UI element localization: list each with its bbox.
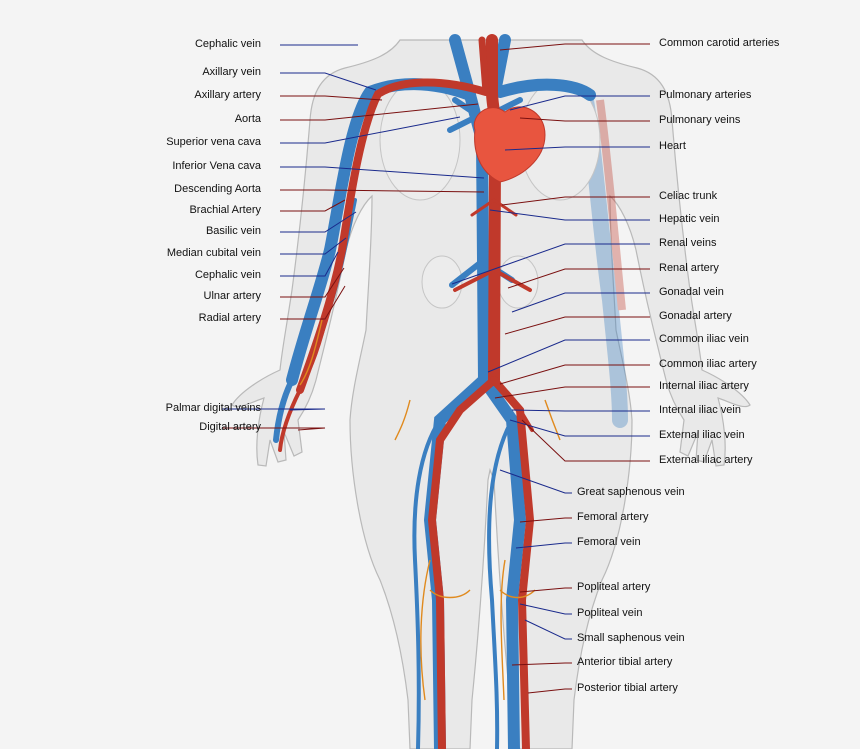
label-internal-iliac-artery: Internal iliac artery [659, 380, 749, 392]
leader-internal-iliac-artery [494, 386, 650, 399]
label-pulmonary-arteries: Pulmonary arteries [659, 89, 752, 101]
label-external-iliac-artery: External iliac artery [659, 454, 753, 466]
heart-shape [473, 106, 546, 183]
leader-digital-artery [222, 427, 326, 431]
label-axillary-artery: Axillary artery [194, 89, 261, 101]
leader-descending-aorta [280, 189, 485, 193]
leader-femoral-vein [515, 542, 572, 549]
label-femoral-artery: Femoral artery [577, 511, 649, 523]
leader-popliteal-artery [519, 587, 572, 593]
leader-pulmonary-veins [519, 117, 650, 122]
label-radial-artery: Radial artery [198, 312, 261, 324]
label-hepatic-vein: Hepatic vein [659, 213, 720, 225]
leader-median-cubital-vein [280, 237, 347, 255]
label-common-iliac-artery: Common iliac artery [659, 358, 757, 370]
label-cephalic-vein-arm: Cephalic vein [194, 269, 261, 281]
label-small-saphenous-vein: Small saphenous vein [577, 632, 685, 644]
leader-external-iliac-vein [509, 419, 650, 437]
leader-heart [504, 146, 650, 151]
label-axillary-vein: Axillary vein [202, 66, 261, 78]
label-median-cubital-vein: Median cubital vein [166, 247, 261, 259]
leader-common-iliac-artery [499, 364, 650, 385]
leader-renal-veins [451, 243, 650, 285]
label-ulnar-artery: Ulnar artery [203, 290, 261, 302]
label-posterior-tibial-artery: Posterior tibial artery [577, 682, 678, 694]
leader-femoral-artery [519, 517, 572, 523]
leader-inferior-vena-cava [280, 166, 485, 179]
label-cephalic-vein-top: Cephalic vein [194, 38, 261, 50]
leader-brachial-artery [280, 199, 346, 212]
label-descending-aorta: Descending Aorta [174, 183, 261, 195]
label-anterior-tibial-artery: Anterior tibial artery [577, 656, 673, 668]
leader-basilic-vein [280, 211, 357, 233]
label-celiac-trunk: Celiac trunk [659, 190, 718, 202]
leader-lines [222, 43, 650, 694]
leader-common-carotid-arteries [499, 43, 650, 51]
leader-superior-vena-cava [280, 116, 461, 144]
label-external-iliac-vein: External iliac vein [659, 429, 745, 441]
label-digital-artery: Digital artery [199, 421, 261, 433]
leader-radial-artery [280, 285, 346, 320]
label-superior-vena-cava: Superior vena cava [166, 136, 261, 148]
leader-gonadal-vein [511, 292, 650, 313]
label-basilic-vein: Basilic vein [205, 225, 261, 237]
leader-ulnar-artery [280, 267, 345, 298]
label-internal-iliac-vein: Internal iliac vein [659, 404, 741, 416]
label-brachial-artery: Brachial Artery [189, 204, 261, 216]
label-common-iliac-vein: Common iliac vein [659, 333, 749, 345]
label-common-carotid-arteries: Common carotid arteries [659, 37, 780, 49]
leader-cephalic-vein-arm [280, 251, 339, 277]
leader-palmar-digital-veins [222, 408, 326, 411]
leader-popliteal-vein [519, 603, 572, 615]
leader-celiac-trunk [501, 196, 650, 206]
leader-aorta [280, 103, 479, 121]
leader-pulmonary-arteries [509, 95, 650, 111]
leader-external-iliac-artery [521, 419, 650, 462]
leader-posterior-tibial-artery [527, 688, 572, 694]
label-heart: Heart [659, 140, 686, 152]
leader-axillary-artery [280, 95, 383, 101]
minor-vessels [299, 319, 561, 701]
leader-common-iliac-vein [487, 339, 650, 373]
leader-hepatic-vein [489, 209, 650, 221]
label-gonadal-vein: Gonadal vein [659, 286, 724, 298]
label-renal-veins: Renal veins [659, 237, 717, 249]
label-great-saphenous-vein: Great saphenous vein [577, 486, 685, 498]
label-pulmonary-veins: Pulmonary veins [659, 114, 741, 126]
label-inferior-vena-cava: Inferior Vena cava [172, 160, 261, 172]
label-popliteal-vein: Popliteal vein [577, 607, 643, 619]
leader-axillary-vein [280, 72, 377, 91]
leader-gonadal-artery [504, 316, 650, 335]
label-gonadal-artery: Gonadal artery [659, 310, 732, 322]
leader-anterior-tibial-artery [511, 662, 572, 666]
label-palmar-digital-veins: Palmar digital veins [165, 402, 261, 414]
leader-great-saphenous-vein [499, 469, 572, 494]
label-femoral-vein: Femoral vein [577, 536, 641, 548]
label-renal-artery: Renal artery [659, 262, 719, 274]
label-aorta: Aorta [234, 113, 261, 125]
label-popliteal-artery: Popliteal artery [577, 581, 651, 593]
leader-renal-artery [507, 268, 650, 289]
leader-small-saphenous-vein [524, 619, 572, 640]
leader-internal-iliac-vein [511, 409, 650, 412]
